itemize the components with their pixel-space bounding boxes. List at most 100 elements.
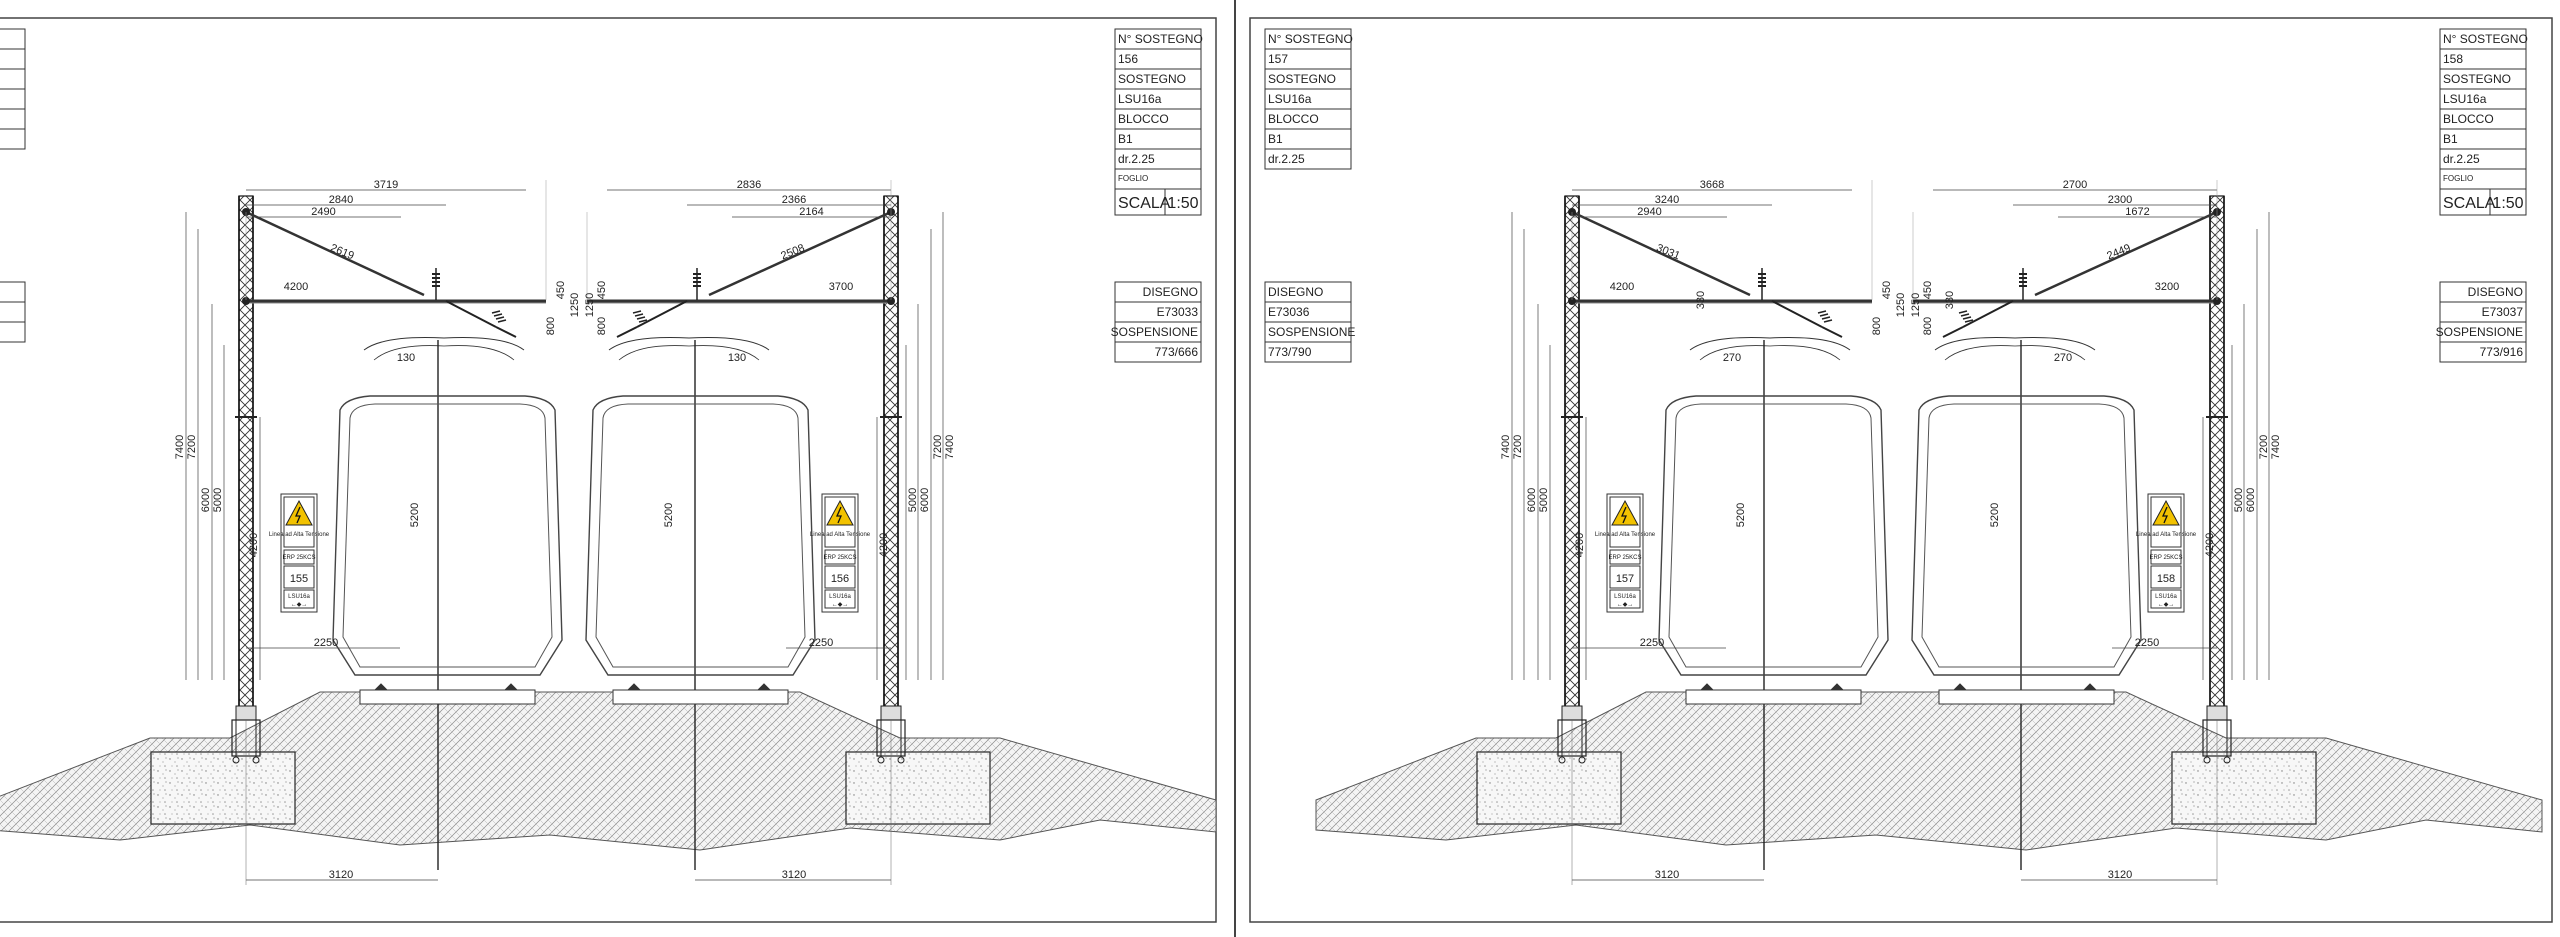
- dim-top-inner: 2940: [1637, 206, 1661, 218]
- disegno-table-left-text: 773/790: [1268, 345, 1312, 359]
- code-panel: [1609, 549, 1641, 565]
- dim-top-mid: 2300: [2108, 194, 2132, 206]
- dim-pole-height-left: 4200: [248, 533, 260, 557]
- sostegno-table-right-text: B1: [2443, 132, 2458, 146]
- arrow-icon: ←◆→: [832, 602, 849, 608]
- dim-arm: 4200: [1610, 281, 1634, 293]
- pantograph-bow-inner: [1944, 345, 2086, 361]
- dim-pole-height-left: 7200: [1512, 435, 1524, 459]
- register-insulator: [493, 313, 503, 317]
- type-text: LSU16a: [2155, 594, 2177, 600]
- disegno-table-left-text: SOSPENSIONE: [1268, 325, 1355, 339]
- dim-arm: 4200: [284, 281, 308, 293]
- scala-value: 1:50: [2492, 195, 2523, 212]
- dim-pole-height-right: 4200: [878, 533, 890, 557]
- disegno-table-right-text: E73037: [2482, 305, 2524, 319]
- disegno-table-right-text: 773/916: [2480, 345, 2524, 359]
- anchor-nut: [2203, 756, 2211, 764]
- disegno-table-right-text: SOSPENSIONE: [2436, 325, 2523, 339]
- disegno-table-text: 773/666: [1155, 345, 1199, 359]
- train-outline-inner: [342, 403, 553, 668]
- dim-pole-height-right: 6000: [2245, 488, 2257, 512]
- partial-table-top-cell: [0, 88, 26, 110]
- dim-450: 450: [1922, 281, 1934, 299]
- scala-label: SCALA: [2443, 195, 2496, 212]
- pole-base-plate: [880, 705, 902, 721]
- stay-tube: [1571, 210, 1751, 297]
- dim-pole-height-left: 7400: [1500, 435, 1512, 459]
- dim-pole-height-right: 7200: [2258, 435, 2270, 459]
- sostegno-table-right-text: N° SOSTEGNO: [2443, 32, 2528, 46]
- sleeper: [1685, 689, 1862, 705]
- pantograph-bow-inner: [373, 345, 515, 361]
- rails: [374, 683, 518, 691]
- pole-number: 158: [2157, 573, 2175, 585]
- sheet-1: N° SOSTEGNO156SOSTEGNOLSU16aBLOCCOB1dr.2…: [0, 28, 1217, 885]
- rails: [1700, 683, 1844, 691]
- warning-triangle-icon: [285, 499, 313, 526]
- dim-stagger-left: 270: [1723, 352, 1741, 364]
- warning-triangle-icon: [2152, 499, 2180, 526]
- disegno-table-left-text: DISEGNO: [1268, 285, 1323, 299]
- code-panel: [824, 549, 856, 565]
- dim-330: 330: [1695, 291, 1707, 309]
- type-panel: [283, 589, 315, 609]
- pole-base-plate: [235, 705, 257, 721]
- dim-450: 450: [1881, 281, 1893, 299]
- type-panel: [1609, 589, 1641, 609]
- dim-pole-height-right: 7400: [2270, 435, 2282, 459]
- register-insulator: [1823, 319, 1833, 323]
- dim-diagonal: 3031: [1655, 242, 1682, 262]
- register-insulator: [1821, 316, 1831, 320]
- dim-pole-height-left: 5000: [1538, 488, 1550, 512]
- scala-cell: [2439, 188, 2491, 216]
- dim-1250: 1250: [1910, 293, 1922, 317]
- sostegno-table-right-text: BLOCCO: [2443, 112, 2494, 126]
- pole-number: 156: [831, 573, 849, 585]
- rails: [627, 683, 771, 691]
- anchor-nut: [1558, 756, 1566, 764]
- scala-value: 1:50: [1167, 195, 1198, 212]
- warning-triangle-icon: [826, 499, 854, 526]
- dim-800: 800: [1922, 317, 1934, 335]
- dim-pole-height-left: 7400: [174, 435, 186, 459]
- register-insulator: [491, 310, 501, 314]
- register-insulator: [1964, 319, 1974, 323]
- dim-330: 330: [1944, 291, 1956, 309]
- sleeper: [612, 689, 789, 705]
- train-outline-inner: [1668, 403, 1879, 668]
- dim-offset-right: 2250: [809, 637, 833, 649]
- partial-table-top-cell: [0, 28, 26, 50]
- disegno-table-right-cell: [2439, 341, 2527, 363]
- dim-pole-height-right: 7200: [932, 435, 944, 459]
- anchor-nut: [2223, 756, 2231, 764]
- lightning-icon: [2161, 506, 2168, 524]
- dim-diagonal: 2449: [2105, 242, 2132, 262]
- sostegno-table-text: dr.2.25: [1118, 152, 1155, 166]
- register-insulator: [497, 319, 507, 323]
- pantograph-bow: [608, 337, 770, 351]
- arm-hinge: [242, 297, 250, 305]
- dim-top-mid: 2366: [782, 194, 806, 206]
- dim-diagonal: 2619: [329, 242, 356, 262]
- anchor-nut: [877, 756, 885, 764]
- dim-distance-left: 3120: [329, 869, 353, 881]
- sostegno-table-right-text: dr.2.25: [2443, 152, 2480, 166]
- register-insulator: [1962, 316, 1972, 320]
- dim-diagonal: 2508: [779, 242, 806, 262]
- sheet-2: N° SOSTEGNO157SOSTEGNOLSU16aBLOCCOB1dr.2…: [1264, 28, 2543, 885]
- register-end: [616, 326, 638, 338]
- dim-gauge-right: 5200: [1989, 503, 2001, 527]
- register-end: [1942, 326, 1964, 338]
- register-insulator: [1817, 310, 1827, 314]
- foundation-left: [1476, 751, 1622, 825]
- dim-gauge-left: 5200: [1735, 503, 1747, 527]
- pantograph-bow-inner: [618, 345, 760, 361]
- sostegno-table-left-cell: [1264, 148, 1352, 170]
- dim-gauge-right: 5200: [663, 503, 675, 527]
- number-panel: [283, 565, 315, 589]
- dim-1250: 1250: [569, 293, 581, 317]
- anchor-nut: [897, 756, 905, 764]
